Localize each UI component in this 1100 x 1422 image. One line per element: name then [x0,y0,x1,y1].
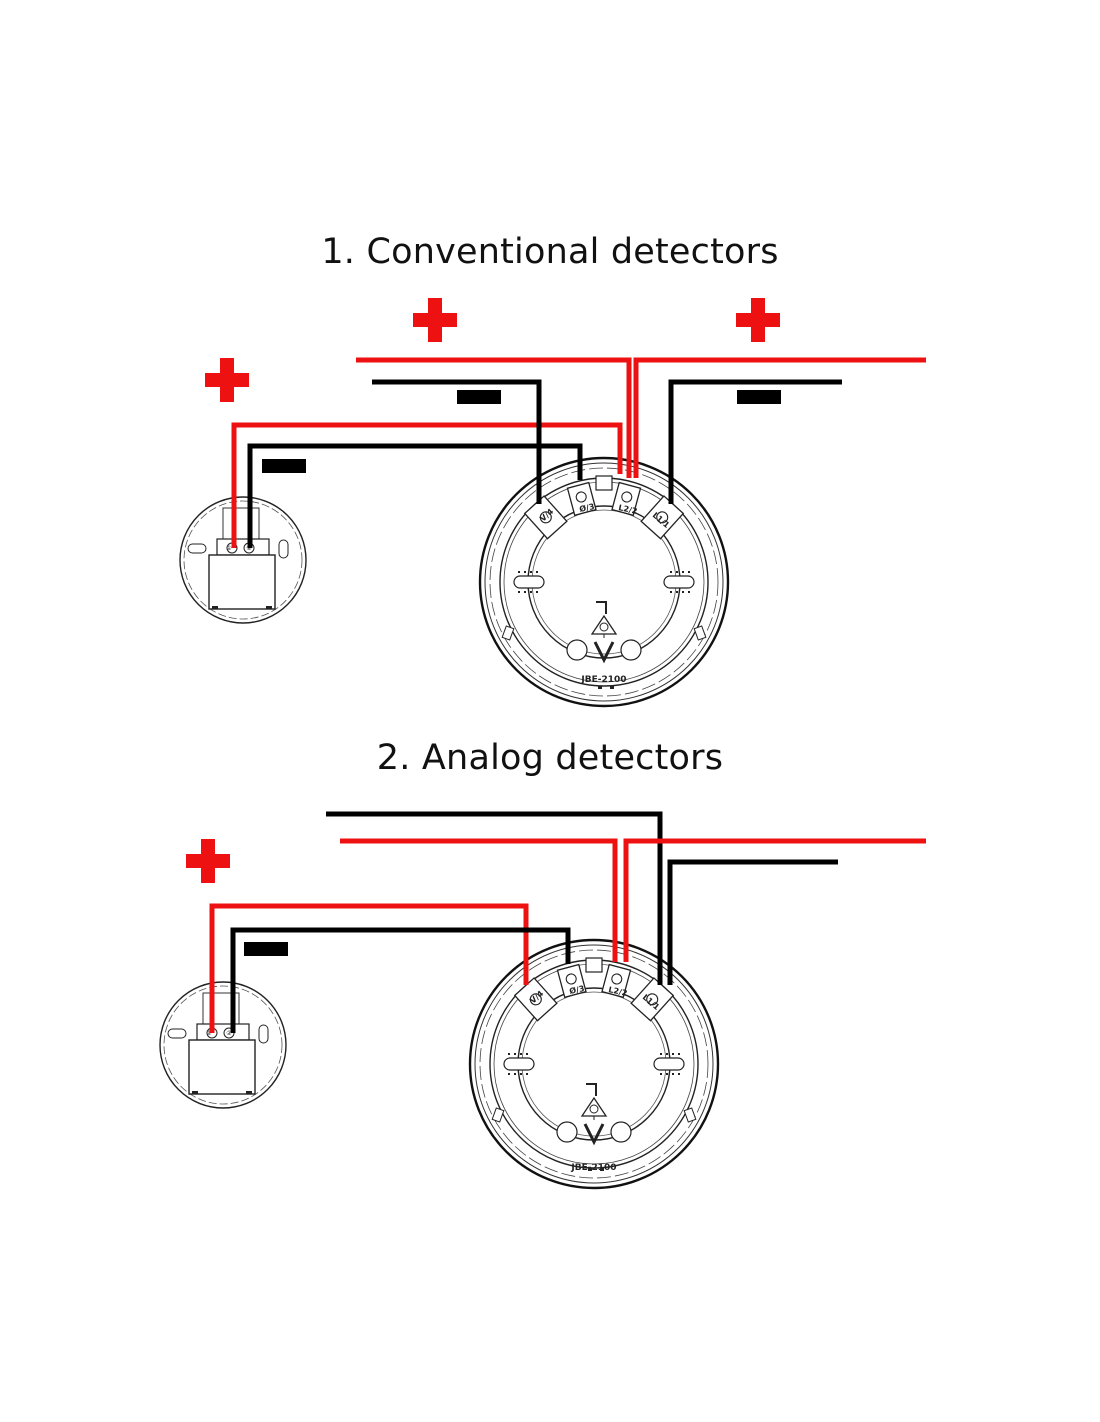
positive-symbol [205,358,249,402]
positive-wire-out [623,838,926,962]
negative-wire-in [326,811,663,985]
positive-symbol [186,839,230,883]
conventional-diagram: V/4 Ø/3 L2/2 L1/1 JBE-2100 ① ② [179,298,926,708]
negative-wire-indicator [230,927,571,1033]
negative-symbol [262,459,306,473]
detector-base [468,938,720,1190]
indicator-terminal-2: ② [226,1030,232,1037]
analog-diagram: V/4 Ø/3 L2/2 L1/1 JBE-2100 ① ② [159,811,926,1190]
positive-wire-indicator [209,903,529,1033]
terminal-label-o3: Ø/3 [578,501,595,514]
positive-wire-out [633,357,926,478]
negative-symbol [737,390,781,404]
section-title-analog: 2. Analog detectors [376,738,724,778]
negative-wire-indicator [247,443,583,548]
section-title-conventional: 1. Conventional detectors [321,232,779,272]
positive-symbol [736,298,780,342]
positive-symbol [413,298,457,342]
model-label: JBE-2100 [570,1163,616,1173]
indicator-terminal-1: ① [226,545,231,552]
positive-wire-indicator [231,422,623,548]
positive-wire-in [340,838,618,962]
remote-indicator [179,496,307,624]
negative-symbol [457,390,501,404]
terminal-label-l22: L2/2 [618,503,639,516]
indicator-terminal-1: ① [206,1030,211,1037]
negative-wire-in [372,379,542,504]
negative-symbol [244,942,288,956]
negative-wire-out [667,859,838,985]
indicator-terminal-2: ② [246,545,252,552]
model-label: JBE-2100 [580,675,626,685]
detector-base [478,456,730,708]
terminal-label-o3: Ø/3 [568,983,585,996]
positive-wire-in [356,357,632,478]
remote-indicator [159,981,287,1109]
terminal-label-l22: L2/2 [608,985,629,998]
negative-wire-out [668,379,842,504]
